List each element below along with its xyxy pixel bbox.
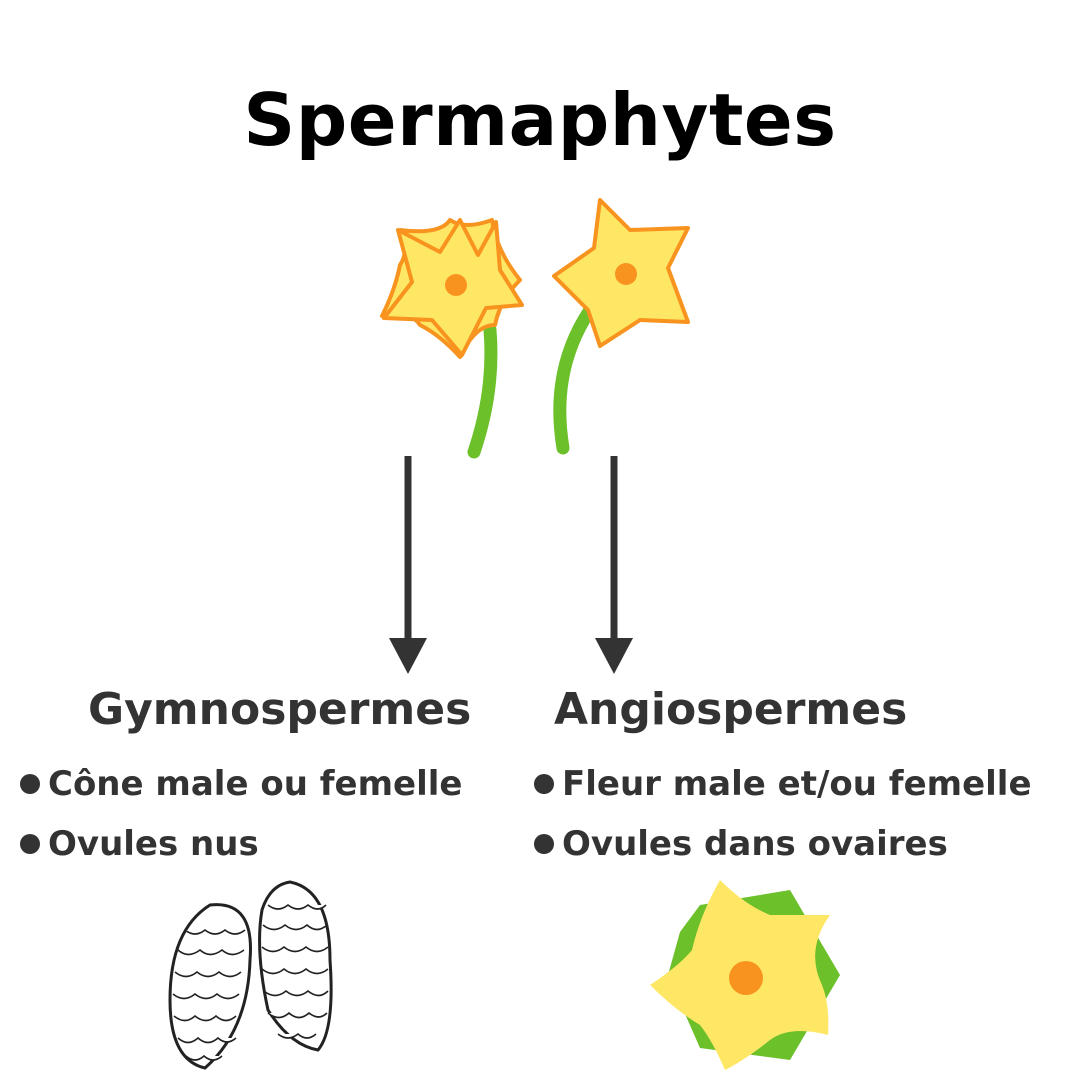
list-item: Cône male ou femelle (20, 764, 462, 804)
arrow-down-right-icon (595, 456, 633, 674)
heading-gymnospermes: Gymnospermes (88, 684, 472, 735)
bullet-icon (20, 774, 40, 794)
list-item: Ovules dans ovaires (534, 824, 948, 864)
bullet-icon (534, 834, 554, 854)
flower-icon (650, 880, 840, 1070)
top-flowers-icon (380, 198, 690, 459)
pine-cones-icon (168, 880, 333, 1070)
bullet-icon (20, 834, 40, 854)
bullet-text: Ovules dans ovaires (562, 824, 948, 864)
heading-angiospermes: Angiospermes (554, 684, 908, 735)
bullet-text: Cône male ou femelle (48, 764, 463, 804)
bullet-text: Fleur male et/ou femelle (562, 764, 1032, 804)
list-item: Fleur male et/ou femelle (534, 764, 1032, 804)
list-item: Ovules nus (20, 824, 259, 864)
bullet-icon (534, 774, 554, 794)
bullet-text: Ovules nus (48, 824, 259, 864)
page-title: Spermaphytes (243, 78, 837, 162)
arrow-down-left-icon (389, 456, 427, 674)
